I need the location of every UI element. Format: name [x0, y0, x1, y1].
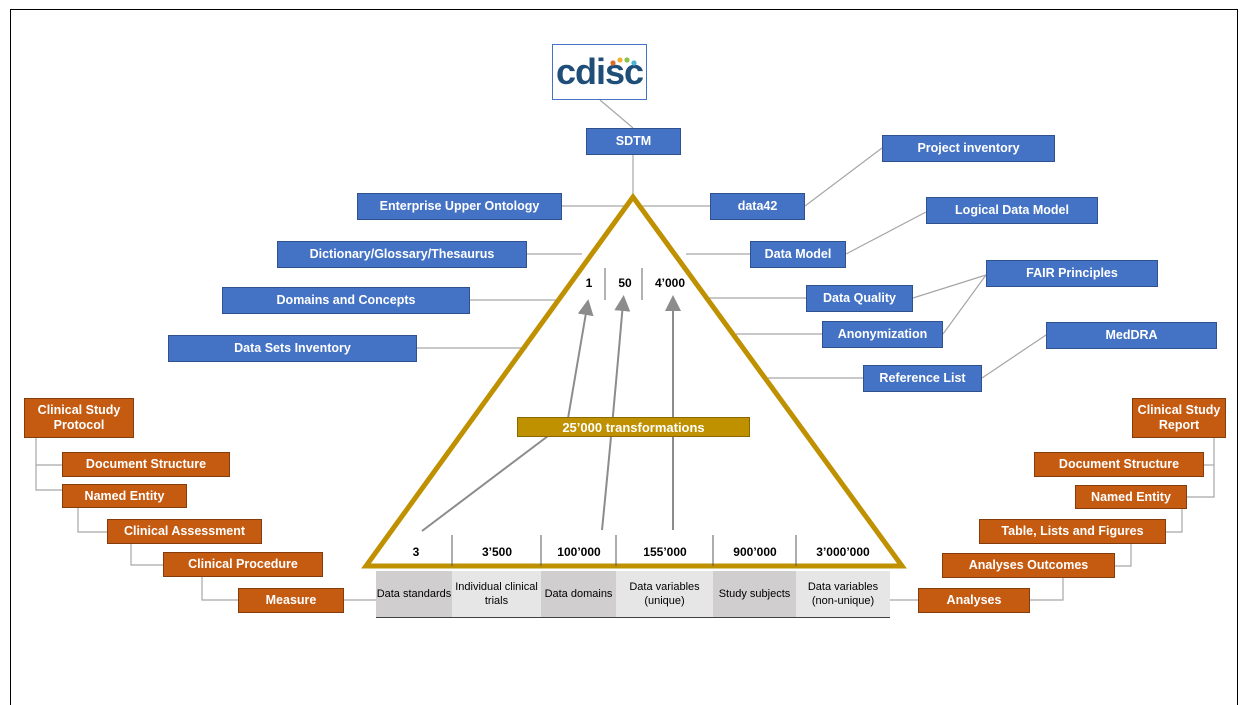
pyramid-top-number: 4’000 [654, 276, 686, 290]
right-item-document-structure: Document Structure [1034, 452, 1204, 477]
base-label-cell: Study subjects [713, 571, 796, 617]
node-fair-principles: FAIR Principles [986, 260, 1158, 287]
base-label-cell: Data domains [541, 571, 616, 617]
left-item-clinical-procedure: Clinical Procedure [163, 552, 323, 577]
node-dictionary: Dictionary/Glossary/Thesaurus [277, 241, 527, 268]
cdisc-logo: cdisc [552, 44, 647, 100]
diagram-frame [10, 9, 1238, 705]
left-item-document-structure: Document Structure [62, 452, 230, 477]
cdisc-logo-text: cdisc [555, 51, 644, 92]
base-number: 3’500 [481, 545, 513, 559]
node-data-quality: Data Quality [806, 285, 913, 312]
node-domains-concepts: Domains and Concepts [222, 287, 470, 314]
right-item-named-entity: Named Entity [1075, 485, 1187, 509]
left-item-named-entity: Named Entity [62, 484, 187, 508]
node-data-sets-inventory: Data Sets Inventory [168, 335, 417, 362]
base-number: 900’000 [733, 545, 777, 559]
node-medra: MedDRA [1046, 322, 1217, 349]
right-root-report: Clinical Study Report [1132, 398, 1226, 438]
right-item-analyses: Analyses [918, 588, 1030, 613]
arrow-to-1 [564, 299, 594, 437]
base-number: 3’000’000 [816, 545, 870, 559]
pyramid-top-number: 50 [618, 276, 632, 290]
arrow-standards [421, 435, 549, 532]
pyramid-triangle [361, 192, 907, 569]
node-data42: data42 [710, 193, 805, 220]
node-project-inventory: Project inventory [882, 135, 1055, 162]
base-number: 3 [412, 545, 420, 559]
left-item-clinical-assessment: Clinical Assessment [107, 519, 262, 544]
pyramid-top-number: 1 [585, 276, 593, 290]
base-number: 155’000 [643, 545, 687, 559]
base-label-cell: Data standards [376, 571, 452, 617]
logo-dots-icon [610, 57, 637, 66]
right-item-tables-lists-figures: Table, Lists and Figures [979, 519, 1166, 544]
node-anonymization: Anonymization [822, 321, 943, 348]
base-label-cell: Data variables (unique) [616, 571, 713, 617]
node-logical-data-model: Logical Data Model [926, 197, 1098, 224]
left-item-measure: Measure [238, 588, 344, 613]
node-enterprise-upper-ontology: Enterprise Upper Ontology [357, 193, 562, 220]
base-label-cell: Data variables (non-unique) [796, 571, 890, 617]
node-data-model: Data Model [750, 241, 846, 268]
right-item-analyses-outcomes: Analyses Outcomes [942, 553, 1115, 578]
left-root-protocol: Clinical Study Protocol [24, 398, 134, 438]
base-label-cell: Individual clinical trials [452, 571, 541, 617]
node-sdtm: SDTM [586, 128, 681, 155]
node-reference-list: Reference List [863, 365, 982, 392]
base-number: 100’000 [557, 545, 601, 559]
transformations-label: 25’000 transformations [517, 417, 750, 437]
